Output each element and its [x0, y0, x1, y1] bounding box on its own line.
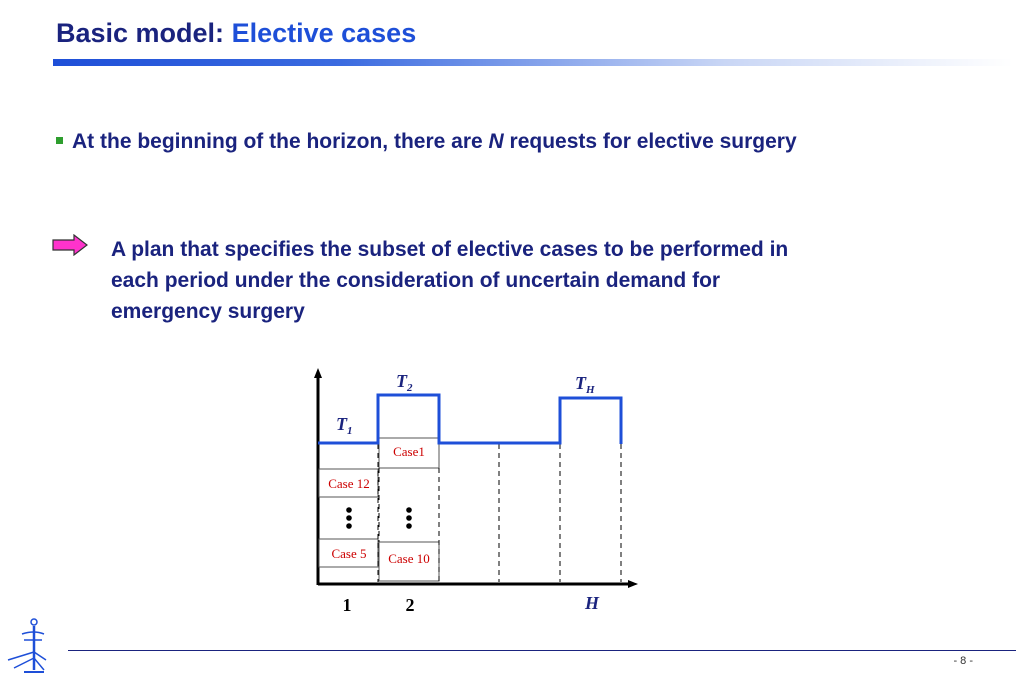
capacity-label-t2: T2 [396, 371, 413, 394]
bullet-square-icon [56, 136, 63, 144]
case-label: Case1 [393, 444, 425, 459]
case-label: Case 12 [328, 476, 370, 491]
ellipsis-dot [346, 523, 352, 529]
capacity-line [318, 393, 623, 445]
plan-description: A plan that specifies the subset of elec… [111, 234, 991, 327]
title-accent: Elective cases [231, 18, 417, 48]
title-prefix: Basic model: [56, 18, 232, 48]
arrow-right-icon [52, 234, 88, 256]
x-label-period-2: 2 [406, 595, 415, 615]
case-box [378, 437, 440, 469]
ellipsis-dot [406, 523, 412, 529]
capacity-diagram: Case1 Case 12 Case 5 Case 10 T1 T2 TH 1 … [314, 368, 638, 615]
x-label-period-h: H [584, 593, 600, 613]
case-label: Case 10 [388, 551, 430, 566]
ellipsis-dot [346, 515, 352, 521]
capacity-label-th: TH [575, 373, 595, 396]
case-label: Case 5 [331, 546, 366, 561]
y-axis-arrow [314, 368, 322, 378]
bullet-text-after: requests for elective surgery [503, 130, 797, 153]
plan-line-2: each period under the consideration of u… [111, 269, 721, 292]
page-title: Basic model: Elective cases [56, 18, 416, 49]
plan-line-1: A plan that specifies the subset of elec… [111, 238, 789, 261]
bullet-text-before: At the beginning of the horizon, there a… [72, 130, 489, 153]
title-underline [53, 59, 1013, 66]
x-axis-arrow [628, 580, 638, 588]
case-box [318, 468, 379, 498]
x-label-period-1: 1 [343, 595, 352, 615]
bullet-variable: N [488, 130, 504, 153]
institution-logo-icon [7, 618, 47, 673]
capacity-label-t1: T1 [336, 414, 353, 437]
bullet-point: At the beginning of the horizon, there a… [56, 130, 797, 154]
footer-rule [68, 650, 1016, 651]
ellipsis-dot [406, 507, 412, 513]
ellipsis-dot [346, 507, 352, 513]
page-number: - 8 - [953, 655, 973, 667]
case-box [378, 541, 440, 582]
case-box [318, 538, 379, 568]
ellipsis-dot [406, 515, 412, 521]
plan-line-3: emergency surgery [111, 300, 305, 323]
